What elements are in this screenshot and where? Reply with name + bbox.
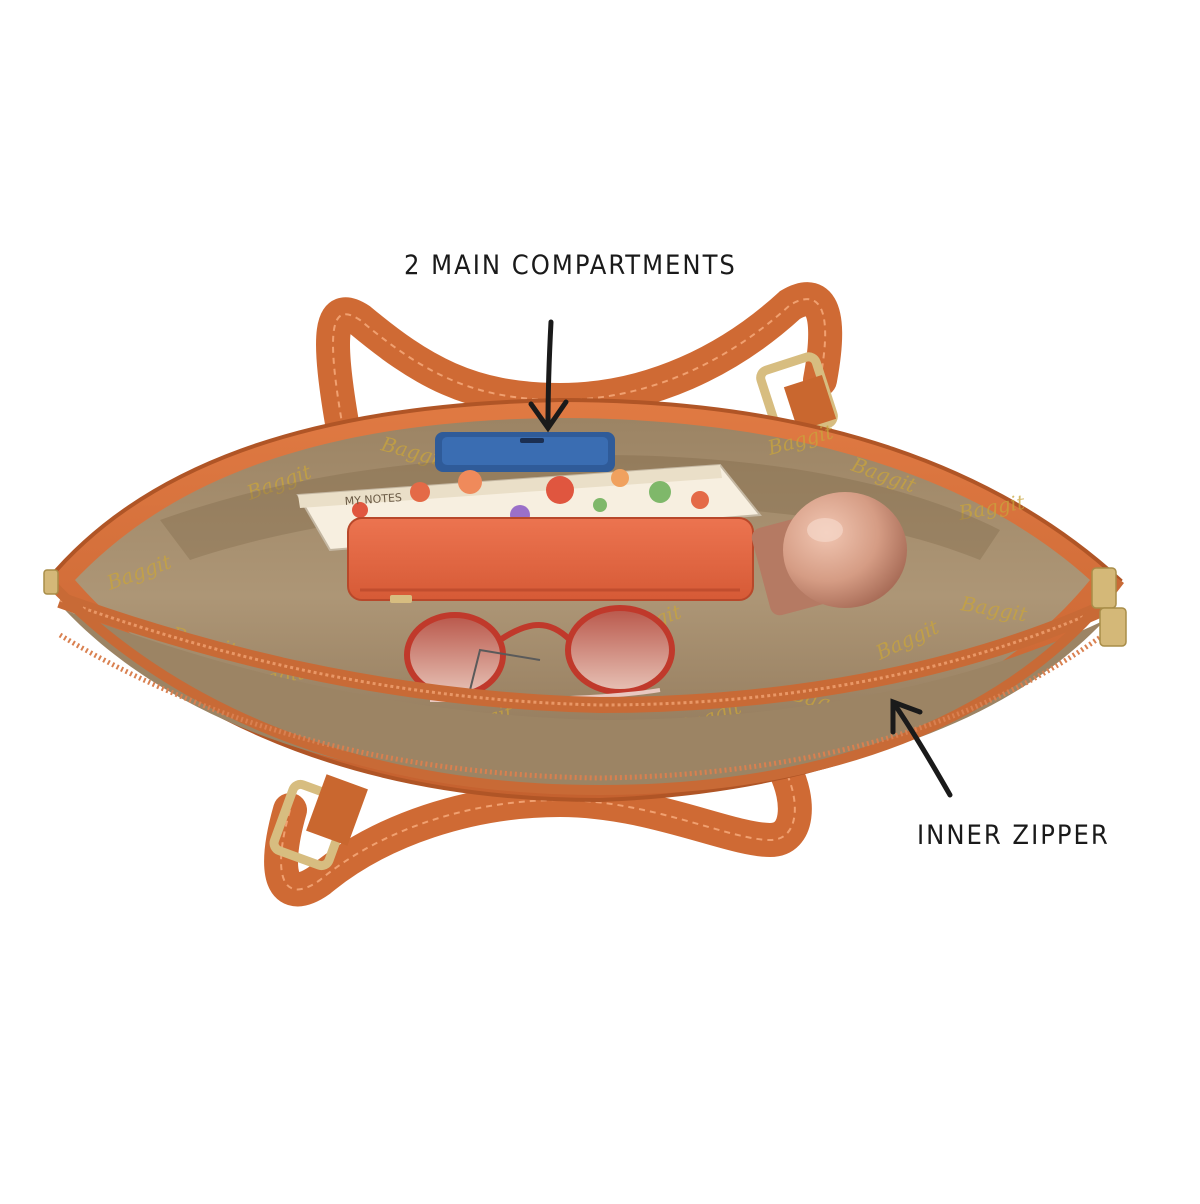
zipper-pulls: [43, 567, 1127, 647]
outer-zipper: [44, 576, 1124, 796]
arrow-to-compartments: [528, 319, 569, 433]
bottom-buckle: [269, 774, 368, 871]
inner-zipper-divider: [57, 592, 1114, 714]
arrow-to-inner-zipper: [890, 698, 953, 798]
phone: [435, 432, 615, 472]
water-bottle: [751, 492, 907, 616]
callout-2-main-compartments: 2 MAIN COMPARTMENTS: [404, 250, 737, 281]
back-compartment-shadow: [160, 455, 1000, 560]
notebook-label: MY NOTES: [344, 491, 402, 508]
sunglasses: [404, 605, 675, 702]
callout-inner-zipper: INNER ZIPPER: [917, 820, 1110, 851]
pencil-pouch: [347, 517, 754, 603]
